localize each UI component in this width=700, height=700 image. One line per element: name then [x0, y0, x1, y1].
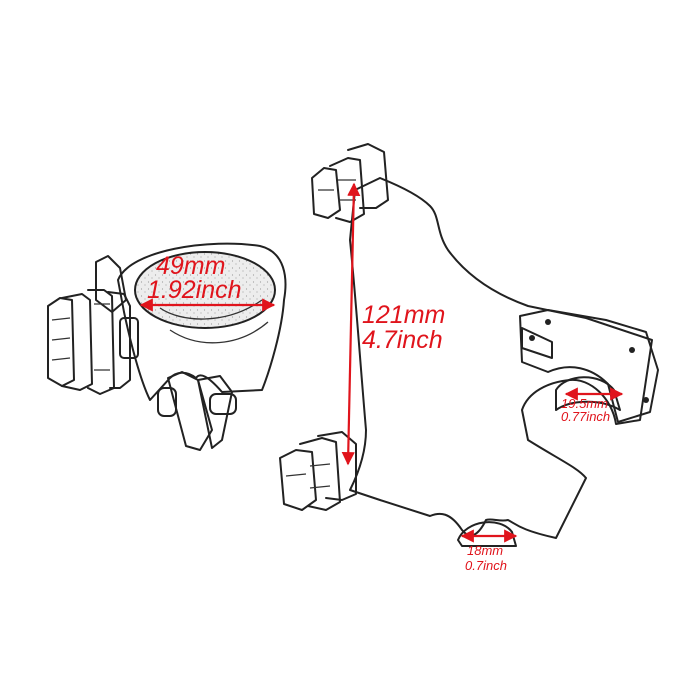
bracket-height-mm: 121mm — [362, 301, 445, 329]
bracket-height-arrow — [341, 182, 361, 466]
bottom-cutout-mm: 18mm — [467, 543, 503, 558]
dimension-right-cutout: 19.5mm 0.77inch — [561, 387, 624, 424]
dimension-bottom-cutout: 18mm 0.7inch — [460, 529, 518, 573]
clamp-diameter-mm: 49mm — [156, 252, 225, 280]
right-cutout-inch: 0.77inch — [561, 409, 610, 424]
bracket-drawing — [279, 143, 659, 547]
bottom-cutout-inch: 0.7inch — [465, 558, 507, 573]
right-cutout-mm: 19.5mm — [561, 396, 608, 411]
clamp-diameter-inch: 1.92inch — [147, 276, 242, 304]
dimension-bracket-height: 121mm 4.7inch — [341, 182, 445, 466]
dimension-clamp-diameter: 49mm 1.92inch — [139, 252, 276, 312]
bracket-height-inch: 4.7inch — [362, 326, 443, 354]
